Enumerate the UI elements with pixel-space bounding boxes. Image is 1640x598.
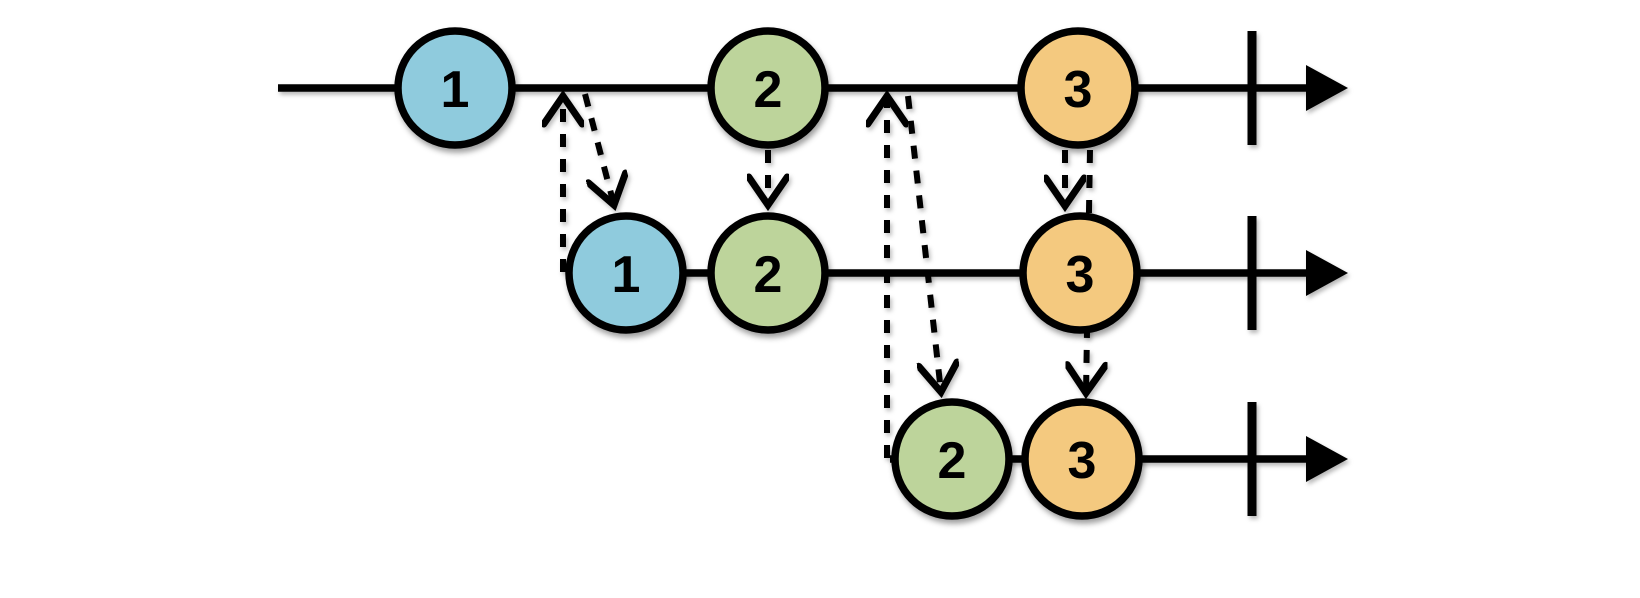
completion-bar	[1247, 31, 1257, 145]
completion-bar	[1247, 402, 1257, 516]
marble-circle	[891, 398, 1013, 520]
source-timeline-marble-3: 3	[1017, 27, 1139, 149]
subscriber-1-timeline	[568, 216, 1348, 330]
replay-arrow-1-to-subscriber-1	[582, 93, 614, 205]
marble-value: 3	[1064, 61, 1093, 119]
marble-circle	[394, 27, 516, 149]
subscriber-2-timeline-marble-3: 3	[1021, 398, 1143, 520]
timeline-arrowhead-icon	[1306, 436, 1348, 482]
marble-circle	[1019, 212, 1141, 334]
marble-value: 2	[754, 246, 783, 304]
marble-circle	[565, 212, 687, 334]
source-timeline-marble-1: 1	[394, 27, 516, 149]
marble-value: 1	[612, 246, 641, 304]
subscriber-2-timeline-marble-2: 2	[891, 398, 1013, 520]
timeline-arrowhead-icon	[1306, 65, 1348, 111]
emit-arrow-3-to-subscriber-2	[1086, 149, 1090, 393]
marble-value: 2	[754, 61, 783, 119]
source-timeline-marble-2: 2	[707, 27, 829, 149]
marble-value: 1	[441, 61, 470, 119]
subscriber-1-timeline-marble-1: 1	[565, 212, 687, 334]
dashed-arrows	[563, 94, 1090, 458]
marble-circle	[1017, 27, 1139, 149]
replay-arrow-2-to-subscriber-2	[905, 95, 941, 392]
timeline-arrowhead-icon	[1306, 250, 1348, 296]
marble-value: 3	[1068, 432, 1097, 490]
marble-circle	[707, 212, 829, 334]
marble-value: 2	[938, 432, 967, 490]
subscriber-1-timeline-marble-3: 3	[1019, 212, 1141, 334]
marble-circle	[707, 27, 829, 149]
subscriber-1-timeline-marble-2: 2	[707, 212, 829, 334]
marble-value: 3	[1066, 246, 1095, 304]
completion-bar	[1247, 216, 1257, 330]
marble-circle	[1021, 398, 1143, 520]
